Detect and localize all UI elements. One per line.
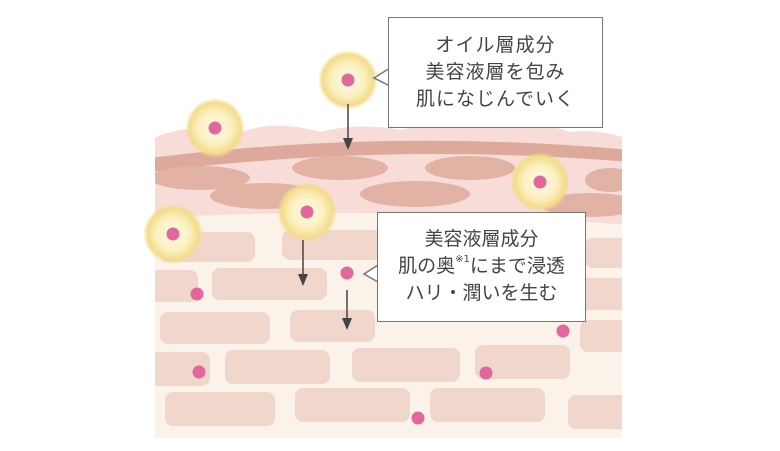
callout-text: にまで浸透 (469, 255, 565, 277)
callout-line: 美容液層成分 (424, 228, 539, 250)
cell-oval (585, 168, 622, 192)
callout-line: オイル層成分 (435, 34, 556, 56)
callout-text: 肌の奥 (398, 255, 456, 277)
oil-layer-callout: オイル層成分 美容液層を包み 肌になじんでいく (388, 17, 603, 128)
stratum-band (155, 140, 622, 172)
oil-droplets (143, 50, 570, 264)
callout-line: ハリ・潤いを生む (405, 282, 558, 304)
cell-oval (360, 181, 470, 207)
arrows (298, 104, 353, 330)
cell-oval (425, 156, 515, 180)
callout-line: 美容液層を包み (425, 61, 566, 83)
serum-dots (190, 266, 570, 425)
callout-line: 肌になじんでいく (415, 88, 576, 110)
callout-line: 肌の奥※1にまで浸透 (378, 253, 585, 280)
footnote-mark: ※1 (455, 254, 470, 265)
cell-oval (155, 166, 250, 190)
cell-oval (292, 156, 388, 180)
serum-layer-callout: 美容液層成分 肌の奥※1にまで浸透 ハリ・潤いを生む (377, 212, 586, 322)
